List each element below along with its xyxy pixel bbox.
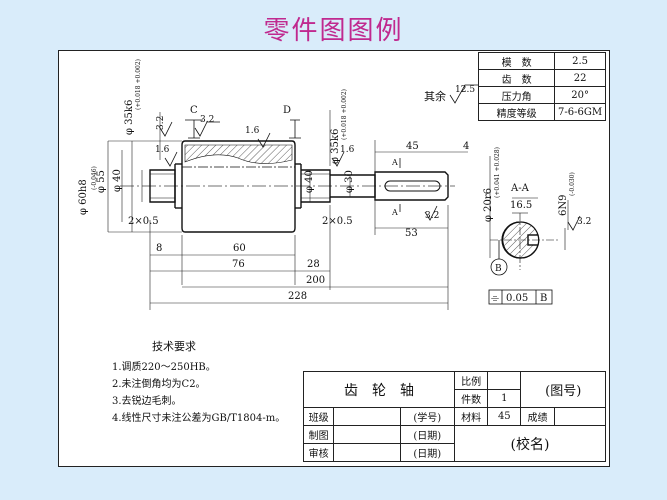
- section-a-bottom: A: [391, 208, 398, 217]
- qty-label: 件数: [453, 389, 489, 408]
- dim-60h8: φ 60h8: [78, 179, 89, 215]
- roughness-symbols: [159, 84, 581, 231]
- roughness-12-5: 12.5: [455, 85, 475, 95]
- section-a-a: [490, 197, 566, 270]
- flatness-value: 0.05: [506, 293, 528, 304]
- dim-8: 8: [156, 243, 162, 254]
- title-block: 齿 轮 轴 比例 (图号) 件数 1 班级 (学号) 材料 45 成绩 制图 (…: [302, 371, 607, 462]
- grade-label: 成绩: [520, 407, 555, 426]
- review-value: [333, 443, 401, 462]
- dim-45: 45: [406, 141, 419, 152]
- dimension-lines: [107, 110, 569, 310]
- param-value: 7-6-6GM: [554, 103, 606, 121]
- chamfer-right: 2×0.5: [322, 216, 353, 227]
- review-label: 审核: [302, 443, 335, 462]
- tech-item: 1.调质220～250HB。: [112, 362, 216, 373]
- roughness-1-6-b: 1.6: [155, 145, 170, 155]
- tol-35k6-left: (+0.018 +0.002): [135, 59, 142, 110]
- drawing-number: (图号): [520, 371, 606, 408]
- table-row: 精度等级 7-6-6GM: [477, 103, 606, 121]
- drawn-value: [333, 425, 401, 444]
- tol-20r6: (+0.041 +0.028): [494, 147, 501, 198]
- dim-228: 228: [288, 291, 307, 302]
- part-name: 齿 轮 轴: [303, 371, 455, 408]
- dim-35k6-right: φ 35k6: [330, 129, 341, 164]
- roughness-1-6-c: 1.6: [340, 145, 355, 155]
- section-a-top: A: [391, 158, 398, 167]
- dim-16-5: 16.5: [510, 200, 532, 211]
- dim-76: 76: [232, 259, 245, 270]
- material-value: 45: [487, 407, 522, 426]
- dim-4: 4: [463, 141, 469, 152]
- datum-symbols: [185, 119, 553, 305]
- param-label: 精度等级: [477, 103, 556, 121]
- dim-20r6: φ 20r6: [483, 188, 494, 222]
- flatness-symbol: ⌯: [491, 293, 499, 304]
- scale-label: 比例: [453, 371, 489, 390]
- table-row: 齿 轮 轴 比例 (图号): [303, 371, 606, 408]
- dim-55: φ 55: [96, 170, 107, 193]
- tech-item: 4.线性尺寸未注公差为GB/T1804-m。: [112, 413, 286, 424]
- class-label: 班级: [302, 407, 335, 426]
- datum-d-label: D: [283, 105, 291, 116]
- tech-heading: 技术要求: [152, 340, 196, 353]
- datum-b-circle: B: [495, 264, 502, 274]
- table-row: 齿 数 22: [477, 69, 606, 87]
- tech-item: 2.未注倒角均为C2。: [112, 379, 206, 390]
- dim-28: 28: [307, 259, 320, 270]
- datum-c-label: C: [190, 105, 198, 116]
- tol-6n9: (-0.030): [569, 172, 576, 196]
- param-value: 2.5: [554, 52, 606, 70]
- student-no: (学号): [399, 407, 455, 426]
- school-name: (校名): [453, 425, 607, 462]
- technical-requirements: 技术要求 1.调质220～250HB。 2.未注倒角均为C2。 3.去锐边毛刺。…: [112, 338, 285, 427]
- page-title: 零件图图例: [263, 16, 404, 46]
- drawn-label: 制图: [302, 425, 335, 444]
- dim-6n9: 6N9: [558, 195, 569, 216]
- rest-label: 其余: [424, 89, 446, 103]
- material-label: 材料: [453, 407, 489, 426]
- gear-parameter-table: 模 数 2.5 齿 数 22 压力角 20° 精度等级 7-6-6GM: [477, 52, 606, 121]
- grade-value: [553, 407, 607, 426]
- class-value: [333, 407, 401, 426]
- roughness-1-6-a: 1.6: [245, 126, 260, 136]
- flatness-datum: B: [540, 293, 547, 304]
- drawn-date: (日期): [399, 425, 455, 444]
- param-value: 22: [554, 69, 606, 87]
- roughness-3-2-b: 3.2: [425, 211, 439, 221]
- dim-60: 60: [233, 243, 246, 254]
- roughness-3-2-c: 3.2: [577, 217, 591, 227]
- dim-200: 200: [306, 275, 325, 286]
- param-label: 模 数: [477, 52, 556, 70]
- qty-value: 1: [487, 389, 522, 408]
- table-row: 审核 (日期): [302, 443, 606, 462]
- dim-53: 53: [405, 228, 418, 239]
- param-label: 压力角: [477, 86, 556, 104]
- table-row: 班级 (学号) 材料 45 成绩: [302, 407, 607, 426]
- roughness-3-2-d: 3.2: [156, 116, 166, 130]
- chamfer-left: 2×0.5: [128, 216, 159, 227]
- table-row: 压力角 20°: [477, 86, 606, 104]
- shaft-outline: [149, 140, 449, 233]
- param-label: 齿 数: [477, 69, 556, 87]
- table-row: 模 数 2.5: [477, 52, 606, 70]
- tol-60: (-0.046): [91, 166, 98, 190]
- table-row: 制图 (日期) (校名): [302, 425, 607, 462]
- tech-item: 3.去锐边毛刺。: [112, 396, 182, 407]
- dim-40-left: φ 40: [112, 169, 123, 192]
- dim-35k6-left: φ 35k6: [124, 100, 135, 135]
- scale-value: [487, 371, 522, 390]
- dim-30: φ 30: [344, 170, 355, 193]
- tol-35k6-right: (+0.018 +0.002): [341, 89, 348, 140]
- table-row: 件数 1: [304, 389, 606, 408]
- roughness-3-2-a: 3.2: [200, 115, 214, 125]
- dim-40-right: φ 40: [304, 170, 315, 193]
- section-label: A-A: [510, 183, 530, 194]
- review-date: (日期): [399, 443, 455, 462]
- param-value: 20°: [554, 86, 606, 104]
- section-hatch: [184, 144, 293, 164]
